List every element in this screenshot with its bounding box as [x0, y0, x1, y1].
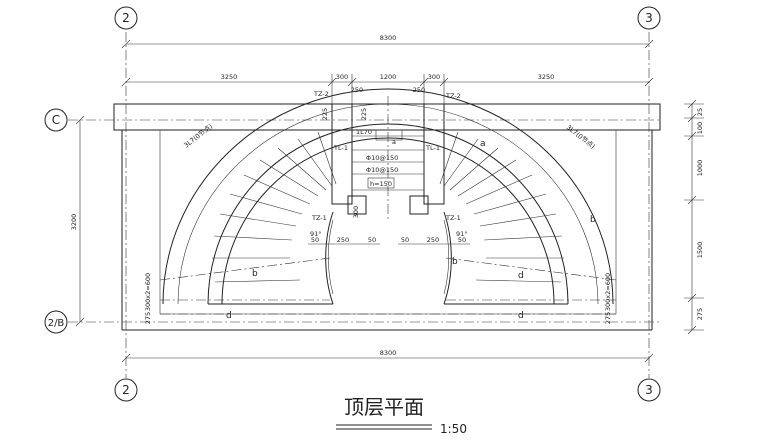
dim-left-height: 3200	[70, 115, 85, 327]
svg-text:b: b	[452, 257, 458, 267]
component-labels: TZ-2 TZ-2 TZ-1 TZ-1 TL-1 TL-1 1L70 a Φ10…	[182, 90, 596, 321]
svg-text:Φ10@150: Φ10@150	[366, 154, 398, 162]
axis-bubble-top-right: 3	[637, 6, 661, 30]
drawing-title: 顶层平面	[344, 395, 424, 419]
svg-text:300: 300	[352, 206, 360, 218]
svg-text:300: 300	[428, 73, 440, 81]
svg-text:275: 275	[144, 312, 152, 324]
axis-bubble-left-lower: 2/B	[44, 310, 68, 334]
svg-text:225: 225	[321, 108, 329, 120]
svg-text:50: 50	[368, 236, 376, 244]
svg-text:8300: 8300	[380, 349, 397, 357]
svg-text:1200: 1200	[380, 73, 397, 81]
axis-bubble-left-upper: C	[44, 108, 68, 132]
svg-text:TZ-2: TZ-2	[313, 90, 329, 98]
svg-text:d: d	[518, 311, 524, 321]
dim-overall-top: 8300	[121, 34, 654, 49]
dim-segments-top: 3250 300 1200 300 3250	[121, 73, 654, 104]
svg-text:Φ10@150: Φ10@150	[366, 166, 398, 174]
svg-text:8300: 8300	[380, 34, 397, 42]
dim-right-chain: 25 100 1000 1500 275	[684, 99, 704, 335]
svg-text:100: 100	[696, 122, 704, 134]
svg-text:3200: 3200	[70, 214, 78, 231]
svg-text:a: a	[392, 138, 396, 146]
svg-text:TZ-1: TZ-1	[311, 214, 327, 222]
svg-text:2: 2	[122, 11, 130, 25]
svg-text:2: 2	[122, 383, 130, 397]
svg-text:1L70: 1L70	[356, 128, 372, 136]
svg-text:b: b	[590, 215, 596, 225]
svg-text:300x2=600: 300x2=600	[144, 273, 152, 311]
svg-text:TZ-2: TZ-2	[445, 92, 461, 100]
svg-text:TL-1: TL-1	[333, 144, 348, 152]
landing-area	[331, 96, 445, 222]
svg-text:3: 3	[645, 11, 653, 25]
axis-bubble-bottom-right: 3	[637, 378, 661, 402]
svg-text:25: 25	[696, 108, 704, 116]
svg-text:TZ-1: TZ-1	[445, 214, 461, 222]
svg-text:d: d	[518, 271, 524, 281]
svg-text:275: 275	[696, 308, 704, 320]
svg-text:250: 250	[337, 236, 349, 244]
svg-text:a: a	[480, 139, 486, 149]
svg-text:250: 250	[351, 86, 363, 94]
svg-text:3250: 3250	[221, 73, 238, 81]
svg-text:3: 3	[645, 383, 653, 397]
dim-overall-bottom: 8300	[121, 349, 654, 363]
drawing-scale: 1:50	[440, 422, 467, 436]
dim-sub: 250 250 225 225 300 50 250 50 50 250 50 …	[144, 86, 612, 324]
svg-text:1000: 1000	[696, 160, 704, 177]
axis-bubble-top-left: 2	[114, 6, 138, 30]
svg-text:3250: 3250	[538, 73, 555, 81]
svg-text:3L7(0节点): 3L7(0节点)	[182, 122, 214, 149]
svg-text:275: 275	[604, 312, 612, 324]
svg-text:300: 300	[336, 73, 348, 81]
svg-text:50: 50	[458, 236, 466, 244]
svg-text:50: 50	[311, 236, 319, 244]
axis-grid	[68, 32, 660, 378]
stair-treads	[212, 131, 564, 283]
svg-text:h=150: h=150	[370, 180, 392, 188]
svg-text:250: 250	[413, 86, 425, 94]
svg-text:91°: 91°	[310, 230, 322, 238]
svg-text:C: C	[52, 113, 60, 127]
axis-bubble-bottom-left: 2	[114, 378, 138, 402]
svg-text:b: b	[252, 269, 258, 279]
svg-text:50: 50	[401, 236, 409, 244]
reference-lines	[159, 257, 617, 315]
svg-text:91°: 91°	[456, 230, 468, 238]
svg-text:2/B: 2/B	[48, 318, 65, 329]
svg-text:225: 225	[360, 108, 368, 120]
svg-text:300x2=600: 300x2=600	[604, 273, 612, 311]
drawing-title-block: 顶层平面 1:50	[336, 395, 467, 436]
svg-text:250: 250	[427, 236, 439, 244]
svg-text:d: d	[226, 311, 232, 321]
svg-text:3L7(0节点): 3L7(0节点)	[565, 123, 597, 150]
svg-text:TL-1: TL-1	[425, 144, 440, 152]
svg-text:1500: 1500	[696, 242, 704, 259]
